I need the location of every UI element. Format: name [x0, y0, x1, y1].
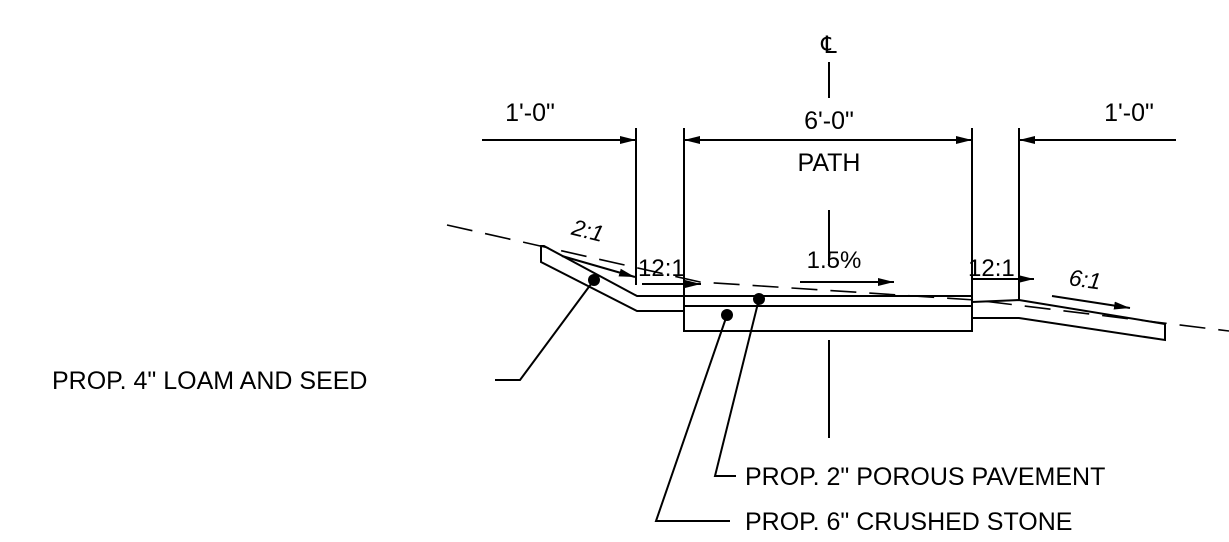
existing-ground-dashed-line [446, 224, 1229, 332]
slope-left-shoulder: 12:1 [638, 255, 701, 288]
slope-path-cross-label: 1.5% [807, 247, 862, 274]
dimension-right-offset: 1'-0" [1104, 99, 1154, 127]
slope-left-fill-label: 2:1 [568, 214, 606, 247]
extension-lines [635, 128, 1020, 302]
slope-left-fill: 2:1 [561, 214, 636, 278]
slope-right-shoulder-label: 12:1 [968, 255, 1015, 282]
centerline-symbol: ℄ [820, 32, 837, 59]
callout-loam-seed: PROP. 4" LOAM AND SEED [52, 367, 367, 395]
callout-porous-pavement: PROP. 2" POROUS PAVEMENT [745, 463, 1105, 491]
dimension-path-width: 6'-0" [804, 107, 854, 135]
loam-seed-layer-right [971, 298, 1166, 342]
pavement-stone-section [683, 295, 973, 332]
leader-line-porous-pavement [713, 298, 760, 477]
centerline: ℄ [820, 32, 837, 438]
slope-right-fill: 6:1 [1051, 264, 1131, 310]
leader-line-crushed-stone [654, 314, 730, 522]
slope-path-cross: 1.5% [800, 247, 894, 286]
path-label: PATH [798, 149, 861, 177]
callout-crushed-stone: PROP. 6" CRUSHED STONE [745, 508, 1072, 536]
slope-left-shoulder-label: 12:1 [638, 255, 685, 282]
leader-line-loam-seed [495, 279, 595, 381]
slope-right-shoulder: 12:1 [968, 255, 1034, 283]
dimension-left-offset: 1'-0" [505, 99, 555, 127]
slope-right-fill-label: 6:1 [1067, 264, 1102, 294]
